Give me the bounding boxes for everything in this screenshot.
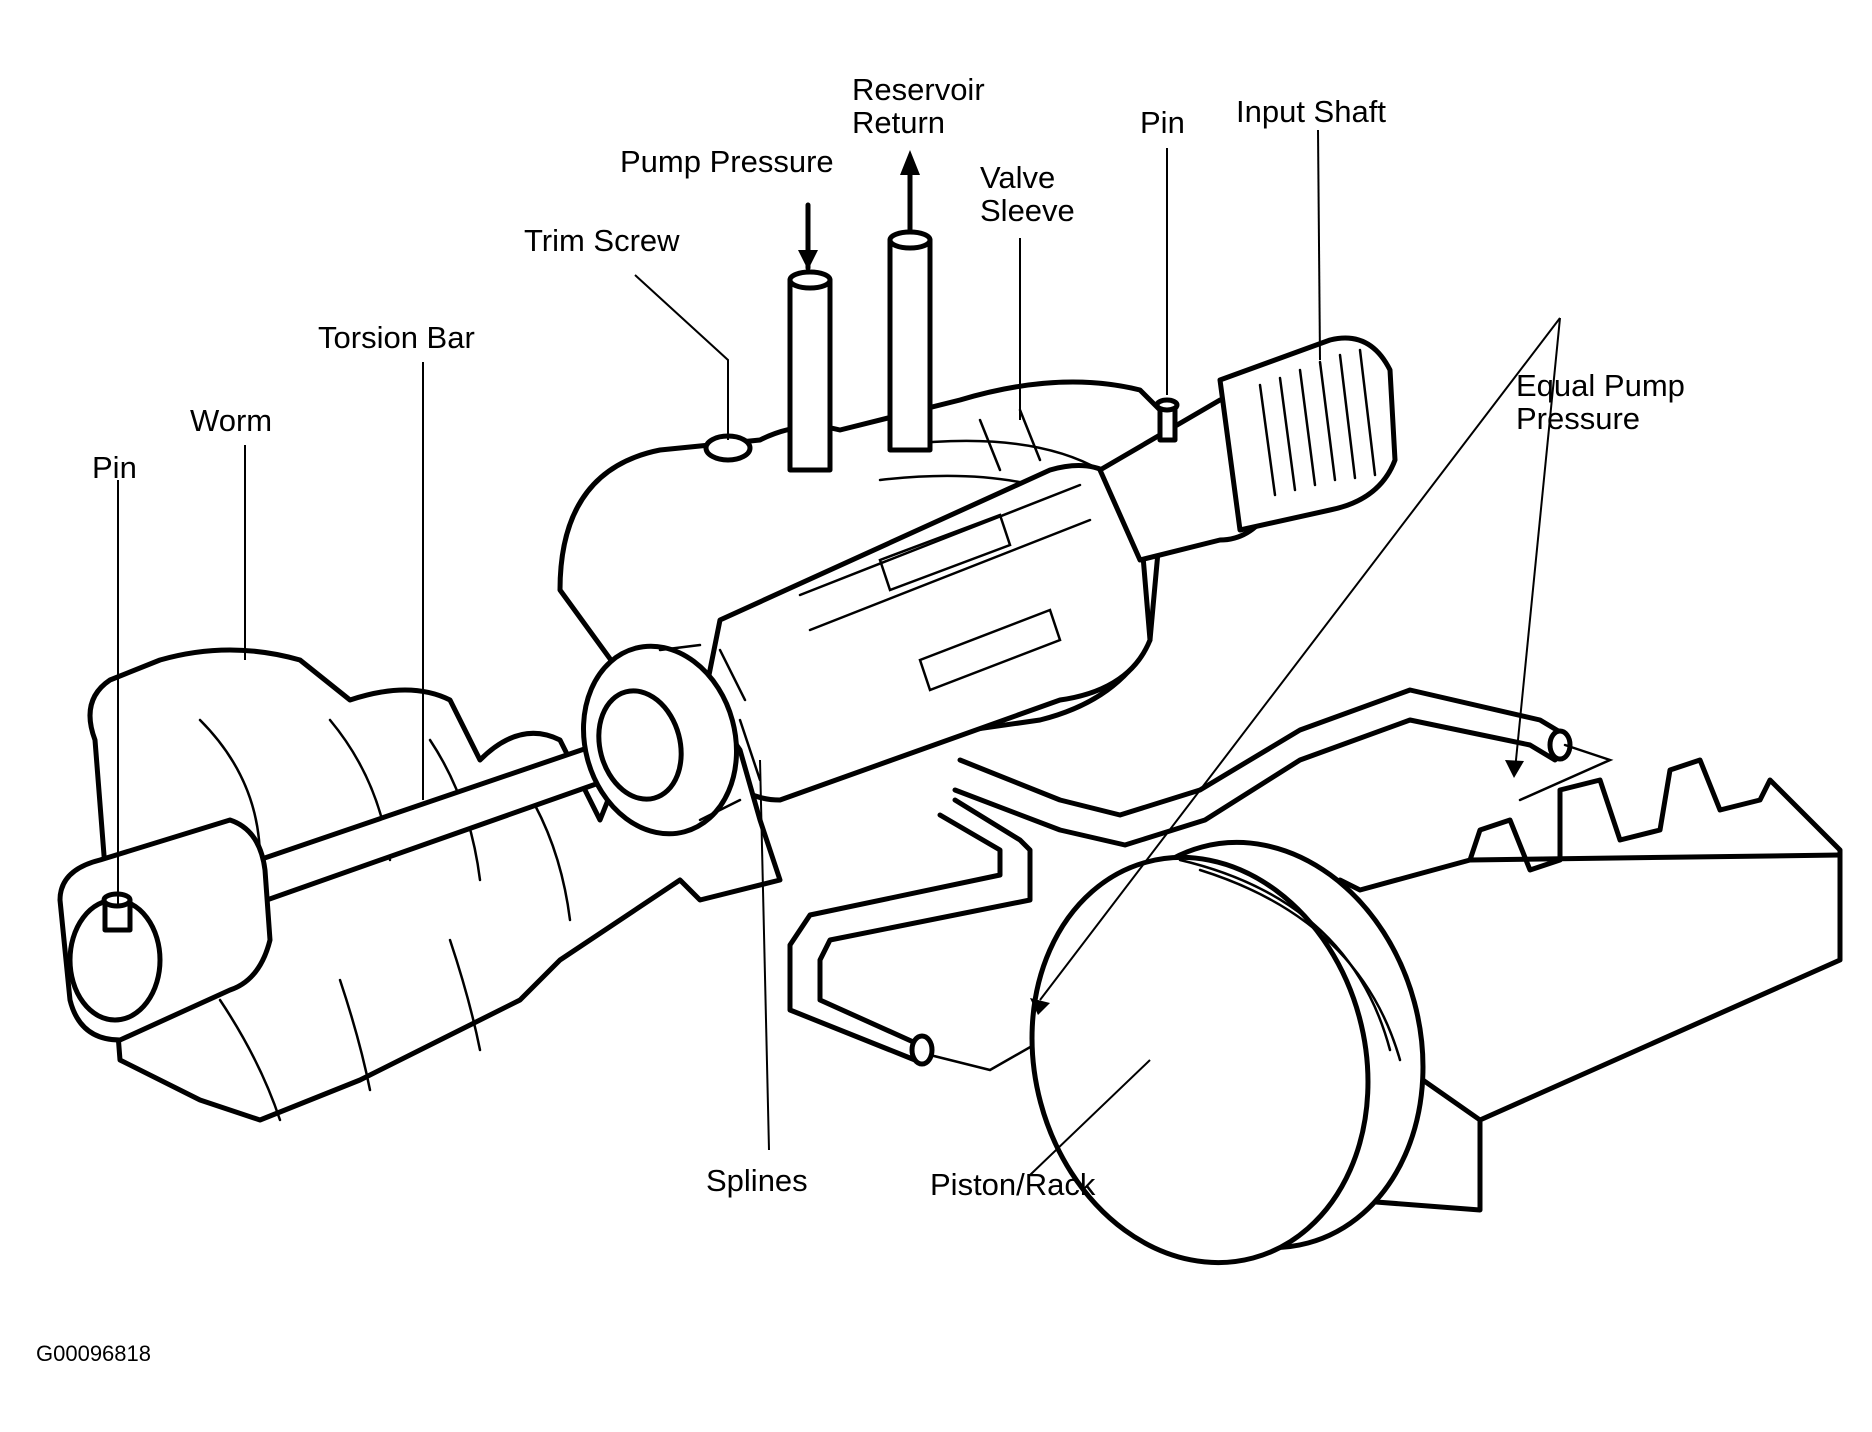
passage-right-opening	[1547, 728, 1573, 762]
label-input-shaft: Input Shaft	[1236, 94, 1386, 129]
label-trim-screw: Trim Screw	[524, 223, 680, 258]
label-torsion-bar: Torsion Bar	[318, 320, 475, 355]
label-pump-pressure: Pump Pressure	[620, 144, 834, 179]
label-reservoir-return-line2: Return	[852, 105, 946, 140]
label-equal-pump-pressure-line2: Pressure	[1516, 401, 1641, 436]
splines	[580, 643, 762, 837]
figure-id: G00096818	[36, 1341, 151, 1366]
leader-lines	[117, 129, 1561, 1176]
label-piston-rack: Piston/Rack	[930, 1167, 1096, 1202]
label-pin-left: Pin	[92, 450, 137, 485]
tubes	[787, 150, 933, 473]
label-splines: Splines	[706, 1163, 808, 1198]
label-reservoir-return-line1: Reservoir	[852, 72, 985, 107]
input-shaft	[1097, 335, 1398, 563]
passage-left-opening	[909, 1033, 935, 1067]
label-valve-sleeve-line1: Valve	[980, 160, 1056, 195]
label-valve-sleeve-line2: Sleeve	[980, 193, 1075, 228]
label-equal-pump-pressure: Equal Pump Pressure	[1516, 369, 1685, 435]
label-equal-pump-pressure-line1: Equal Pump	[1516, 368, 1685, 403]
piston	[1029, 839, 1426, 1266]
rack	[1337, 757, 1843, 1213]
label-valve-sleeve: Valve Sleeve	[980, 161, 1075, 227]
label-reservoir-return: Reservoir Return	[852, 73, 985, 139]
label-pin-top: Pin	[1140, 105, 1185, 140]
label-worm: Worm	[190, 403, 273, 438]
fluid-lines	[787, 687, 1614, 1072]
